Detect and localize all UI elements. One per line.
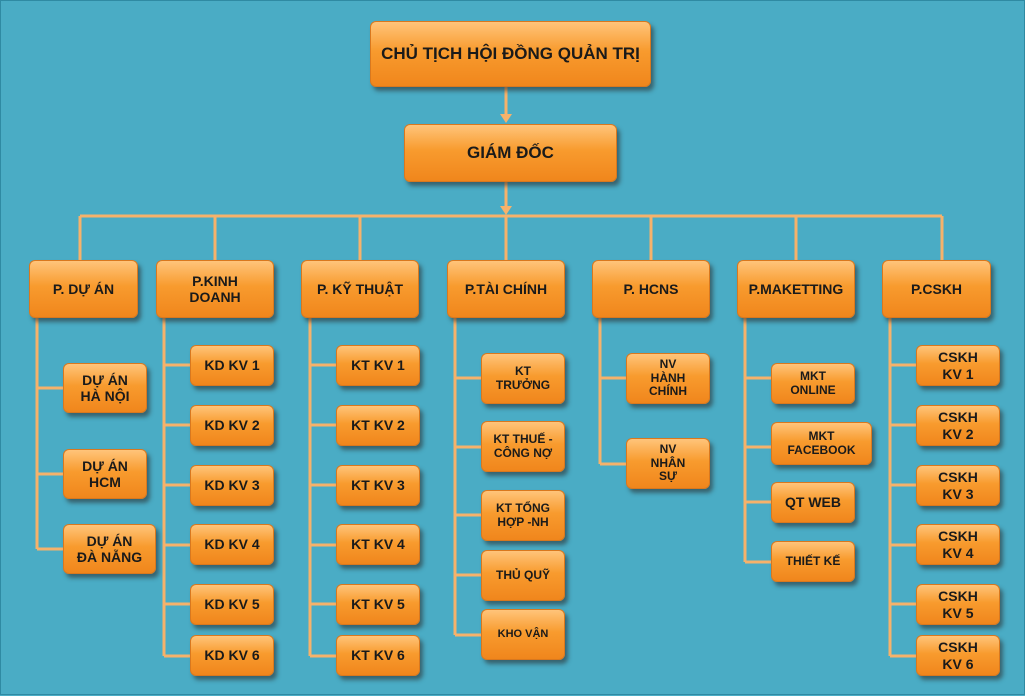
unit-box: KT KV 2: [336, 405, 420, 446]
department-box: P.TÀI CHÍNH: [447, 260, 565, 318]
unit-box: KT KV 4: [336, 524, 420, 565]
unit-box: THIẾT KẾ: [771, 541, 855, 582]
unit-box: CSKH KV 1: [916, 345, 1000, 386]
unit-box: THỦ QUỸ: [481, 550, 565, 601]
department-box: P.KINH DOANH: [156, 260, 274, 318]
unit-box: CSKH KV 6: [916, 635, 1000, 676]
unit-box: NV NHÂN SỰ: [626, 438, 710, 489]
unit-box: KHO VẬN: [481, 609, 565, 660]
unit-box: DỰ ÁN HÀ NỘI: [63, 363, 147, 413]
unit-box: CSKH KV 2: [916, 405, 1000, 446]
unit-box: KT KV 6: [336, 635, 420, 676]
unit-box: KD KV 5: [190, 584, 274, 625]
unit-box: CSKH KV 3: [916, 465, 1000, 506]
unit-box: KT TỔNG HỢP -NH: [481, 490, 565, 541]
unit-box: CSKH KV 4: [916, 524, 1000, 565]
unit-box: DỰ ÁN HCM: [63, 449, 147, 499]
unit-box: NV HÀNH CHÍNH: [626, 353, 710, 404]
unit-box: KT KV 1: [336, 345, 420, 386]
department-box: P. KỸ THUẬT: [301, 260, 419, 318]
chairman-box: CHỦ TỊCH HỘI ĐỒNG QUẢN TRỊ: [370, 21, 651, 87]
department-box: P. DỰ ÁN: [29, 260, 138, 318]
unit-box: KD KV 3: [190, 465, 274, 506]
department-box: P.MAKETTING: [737, 260, 855, 318]
unit-box: MKT FACEBOOK: [771, 422, 872, 465]
unit-box: KD KV 4: [190, 524, 274, 565]
unit-box: KD KV 2: [190, 405, 274, 446]
unit-box: DỰ ÁN ĐÀ NẴNG: [63, 524, 156, 574]
unit-box: KT KV 3: [336, 465, 420, 506]
department-box: P.CSKH: [882, 260, 991, 318]
department-box: P. HCNS: [592, 260, 710, 318]
unit-box: KT TRƯỞNG: [481, 353, 565, 404]
director-arrow: [500, 114, 512, 123]
unit-box: KT KV 5: [336, 584, 420, 625]
bus-arrow: [500, 206, 512, 215]
unit-box: KT THUẾ - CÔNG NỢ: [481, 421, 565, 472]
unit-box: QT WEB: [771, 482, 855, 523]
director-box: GIÁM ĐỐC: [404, 124, 617, 182]
unit-box: KD KV 6: [190, 635, 274, 676]
unit-box: KD KV 1: [190, 345, 274, 386]
unit-box: MKT ONLINE: [771, 363, 855, 404]
unit-box: CSKH KV 5: [916, 584, 1000, 625]
